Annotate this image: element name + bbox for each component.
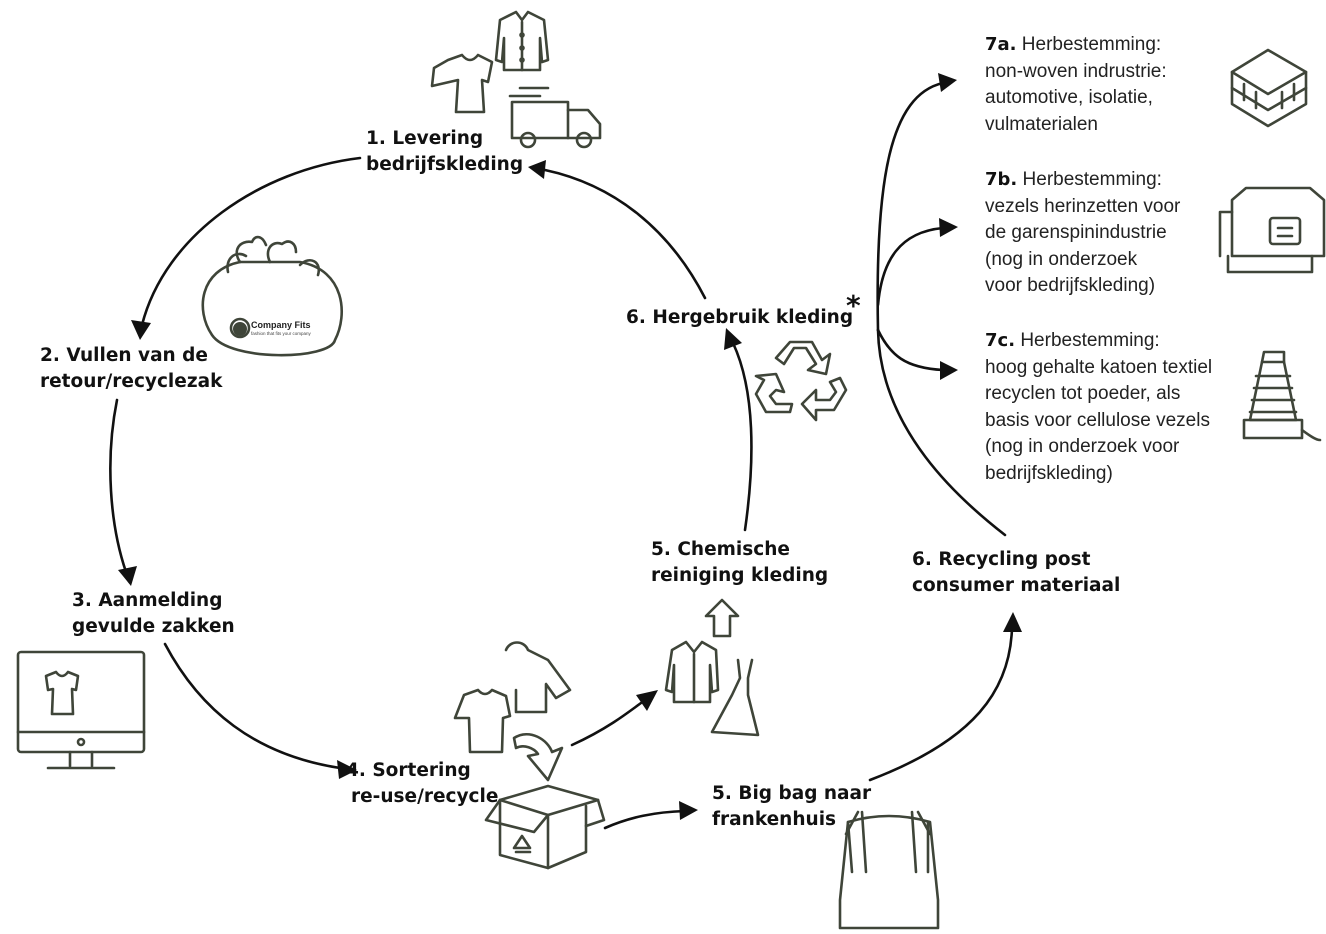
arrow-5a-to-6a bbox=[724, 328, 753, 532]
step-1-label: 1. Levering bedrijfskleding bbox=[366, 128, 524, 175]
arrow-3-to-4 bbox=[163, 642, 357, 779]
step-6b-label: 6. Recycling post consumer materiaal bbox=[912, 549, 1121, 596]
step-5a-label: 5. Chemische reiniging kleding bbox=[651, 539, 829, 586]
asterisk-mark: * bbox=[846, 289, 861, 322]
jacket-icon bbox=[494, 10, 550, 72]
spinning-machine-icon bbox=[1218, 186, 1326, 274]
up-arrow-icon bbox=[704, 598, 740, 638]
arrow-1-to-2 bbox=[131, 156, 362, 340]
layers-icon bbox=[1230, 48, 1308, 128]
arrow-to-7-branch bbox=[876, 73, 1007, 537]
step-6a-label: 6. Hergebruik kleding bbox=[626, 307, 854, 328]
big-bag-icon bbox=[838, 810, 940, 930]
arrow-2-to-3 bbox=[109, 398, 137, 586]
logo-name: Company Fits bbox=[251, 320, 311, 330]
box-recycle-icon bbox=[484, 784, 606, 870]
blouse-icon bbox=[664, 640, 720, 704]
logo-tagline: fashion that fits your company bbox=[251, 331, 311, 336]
step-2-label: 2. Vullen van de retour/recyclezak bbox=[40, 345, 223, 392]
curved-arrow-icon bbox=[512, 732, 564, 782]
bag-logo: Company Fits fashion that fits your comp… bbox=[230, 318, 320, 342]
laundry-bags-icon bbox=[201, 235, 343, 357]
hoodie-icon bbox=[504, 641, 572, 714]
delivery-truck-icon bbox=[508, 86, 602, 149]
arrow-4-to-5b bbox=[603, 801, 698, 830]
tshirt-icon bbox=[453, 688, 512, 754]
step-5b-label: 5. Big bag naar frankenhuis bbox=[712, 783, 872, 830]
yarn-cone-icon bbox=[1242, 350, 1322, 442]
dress-icon bbox=[710, 658, 760, 737]
destination-7b: 7b. Herbestemming: vezels herinzetten vo… bbox=[985, 169, 1181, 296]
arrow-6a-to-1 bbox=[528, 160, 707, 300]
destination-7a: 7a. Herbestemming: non-woven indrustrie:… bbox=[985, 34, 1167, 135]
destination-7c: 7c. Herbestemming: hoog gehalte katoen t… bbox=[985, 330, 1213, 484]
arrow-5b-to-6b bbox=[868, 612, 1022, 782]
monitor-icon bbox=[16, 650, 146, 770]
step-4-label: 4. Sortering re-use/recycle bbox=[346, 760, 499, 807]
logo-mark bbox=[233, 322, 247, 336]
arrow-4-to-5a bbox=[570, 690, 658, 747]
tshirt-icon bbox=[430, 53, 494, 114]
step-3-label: 3. Aanmelding gevulde zakken bbox=[72, 590, 235, 637]
recycle-icon bbox=[754, 340, 848, 422]
